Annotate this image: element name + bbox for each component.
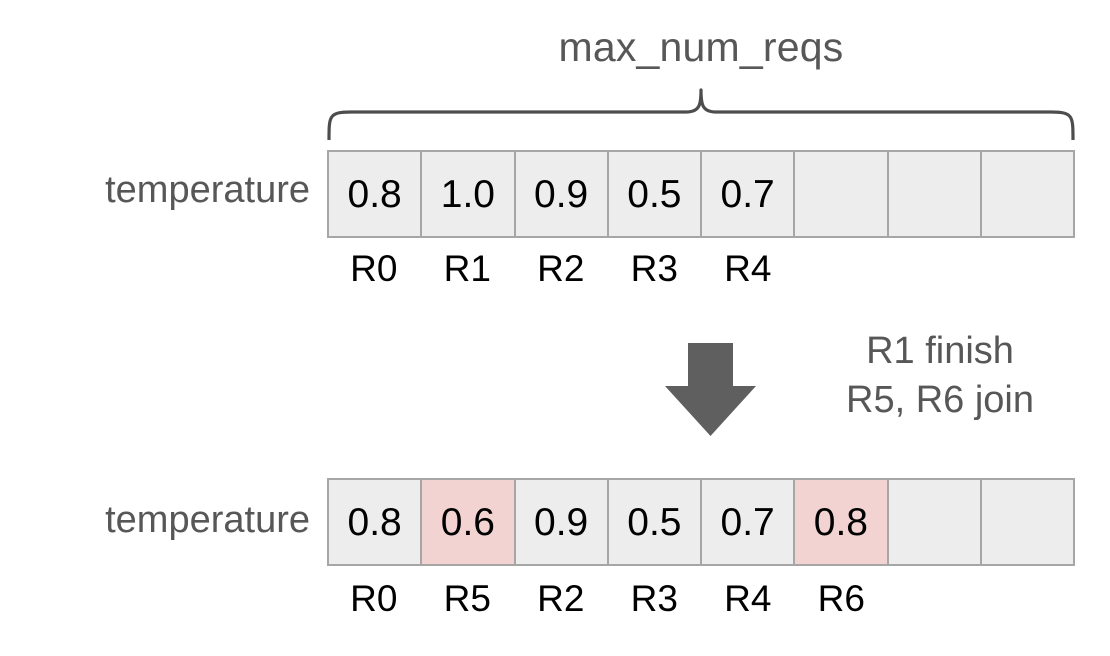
- grid-cell[interactable]: 0.7: [702, 152, 796, 236]
- grid-cell-highlighted[interactable]: 0.8: [795, 480, 889, 564]
- curly-brace-icon: [327, 88, 1075, 140]
- grid-cell[interactable]: 0.9: [515, 480, 609, 564]
- grid-cell-empty[interactable]: [888, 480, 982, 564]
- row-label-temperature-after: temperature: [105, 499, 310, 541]
- grid-cell[interactable]: 0.5: [608, 152, 702, 236]
- request-index-label: R1: [443, 248, 491, 289]
- temperature-grid-before: 0.8 1.0 0.9 0.5 0.7: [327, 150, 1075, 238]
- transition-note: R1 finish R5, R6 join: [790, 327, 1090, 424]
- down-arrow-icon: [665, 343, 756, 436]
- request-index-label: R4: [724, 578, 772, 619]
- grid-cell-empty[interactable]: [795, 152, 889, 236]
- grid-cell-empty[interactable]: [981, 480, 1073, 564]
- grid-cell[interactable]: 0.7: [702, 480, 796, 564]
- grid-cell[interactable]: 0.8: [329, 152, 423, 236]
- grid-cell-highlighted[interactable]: 0.6: [422, 480, 516, 564]
- grid-cell[interactable]: 0.8: [329, 480, 423, 564]
- request-index-label-blank: [888, 250, 982, 287]
- transition-note-line: R1 finish: [866, 330, 1014, 372]
- request-index-row-before: R0 R1 R2 R3 R4: [327, 250, 1075, 287]
- row-label-temperature-before: temperature: [105, 169, 310, 211]
- request-index-label: R4: [724, 248, 772, 289]
- request-index-label-blank: [982, 580, 1076, 617]
- request-index-label: R3: [630, 578, 678, 619]
- grid-cell[interactable]: 1.0: [422, 152, 516, 236]
- transition-note-line: R5, R6 join: [846, 378, 1034, 421]
- temperature-grid-after: 0.8 0.6 0.9 0.5 0.7 0.8: [327, 478, 1075, 566]
- brace-title: max_num_reqs: [558, 24, 844, 70]
- grid-cell[interactable]: 0.9: [515, 152, 609, 236]
- request-index-label-blank: [795, 250, 889, 287]
- request-index-label: R5: [443, 578, 491, 619]
- request-index-label: R0: [350, 578, 398, 619]
- request-index-label: R6: [817, 578, 865, 619]
- request-index-row-after: R0 R5 R2 R3 R4 R6: [327, 580, 1075, 617]
- request-index-label: R3: [630, 248, 678, 289]
- request-index-label-blank: [982, 250, 1076, 287]
- grid-cell-empty[interactable]: [888, 152, 982, 236]
- request-index-label: R0: [350, 248, 398, 289]
- request-index-label: R2: [537, 578, 585, 619]
- request-index-label-blank: [888, 580, 982, 617]
- grid-cell[interactable]: 0.5: [608, 480, 702, 564]
- request-index-label: R2: [537, 248, 585, 289]
- grid-cell-empty[interactable]: [981, 152, 1073, 236]
